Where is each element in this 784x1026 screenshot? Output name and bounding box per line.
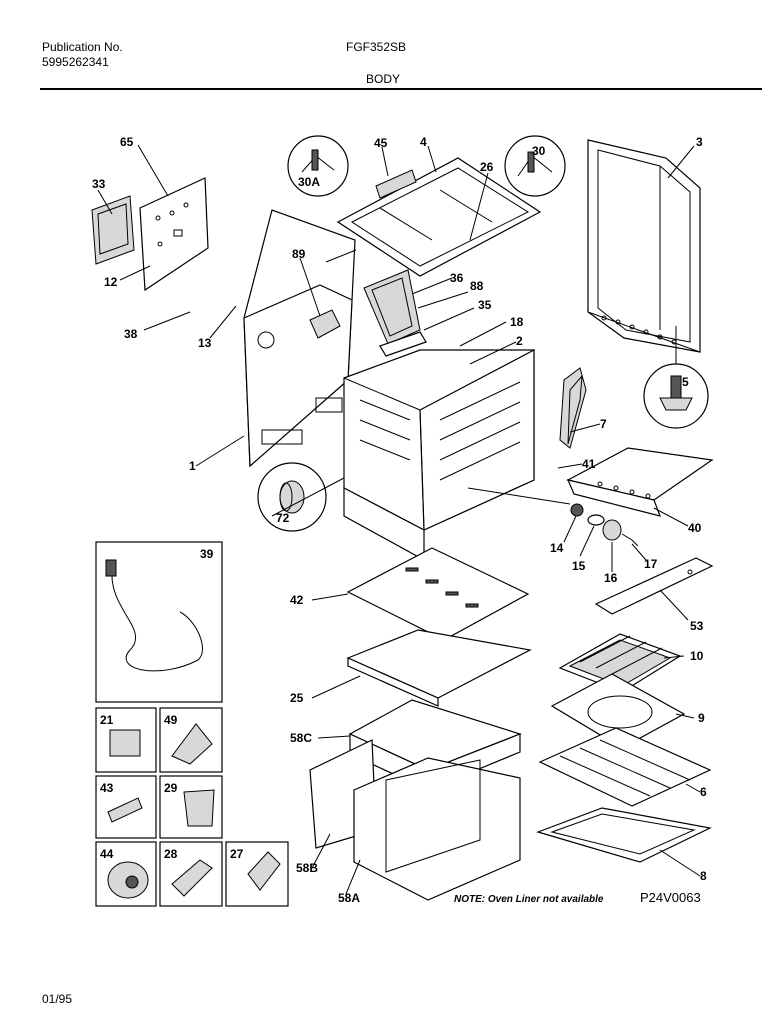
callout-88: 88 [470,279,484,293]
inset-27-box [225,841,289,907]
callout-30a: 30A [298,175,320,189]
callout-2: 2 [516,334,523,348]
callout-labels: 65 33 12 38 13 1 45 4 26 30 30A 3 5 89 3… [92,135,707,905]
callout-13: 13 [198,336,212,350]
back-panel-part [91,177,209,292]
front-rail-part [594,557,714,615]
callout-14: 14 [550,541,564,555]
callout-65: 65 [120,135,134,149]
callout-35: 35 [478,298,492,312]
callout-5: 5 [682,375,689,389]
callout-25: 25 [290,691,304,705]
callout-58a: 58A [338,891,360,905]
callout-17: 17 [644,557,658,571]
oven-tray-part [536,807,712,863]
leader-lines [97,144,701,895]
callout-12: 12 [104,275,118,289]
callout-42: 42 [290,593,304,607]
publication-number: 5995262341 [42,55,109,69]
callout-26: 26 [480,160,494,174]
callout-6: 6 [700,785,707,799]
callout-58c: 58C [290,731,312,745]
broiler-pan-part [550,673,686,749]
door-hinge-part [559,367,587,449]
oven-liner-part [309,699,522,901]
callout-28: 28 [164,847,178,861]
inset-21-box [95,707,157,773]
inset-44-box [95,841,157,907]
callout-33: 33 [92,177,106,191]
callout-89: 89 [292,247,306,261]
callout-4: 4 [420,135,427,149]
bottom-panel-part [346,547,530,641]
callout-7: 7 [600,417,607,431]
section-title: BODY [366,72,401,86]
plug-button-part [257,462,327,532]
oven-liner-note: NOTE: Oven Liner not available [454,894,604,905]
callout-16: 16 [604,571,618,585]
model-number: FGF352SB [346,40,407,54]
inset-43-box [95,775,157,839]
power-cord-box [95,541,223,703]
callout-53: 53 [690,619,704,633]
callout-10: 10 [690,649,704,663]
callout-30: 30 [532,144,546,158]
leveling-leg-part [643,326,709,429]
callout-58b: 58B [296,861,318,875]
callout-72: 72 [276,511,290,525]
callout-49: 49 [164,713,178,727]
publication-label: Publication No. [42,40,123,54]
oven-rack-part [538,727,712,807]
detail-30 [504,135,566,197]
callout-15: 15 [572,559,586,573]
inset-49-box [159,707,223,773]
callout-27: 27 [230,847,244,861]
date-code: 01/95 [42,992,72,1006]
header-rule [40,88,762,90]
side-panel-part [587,139,701,353]
callout-18: 18 [510,315,524,329]
callout-21: 21 [100,713,114,727]
callout-39: 39 [200,547,214,561]
oven-bottom-part [346,629,532,707]
small-hardware-part [570,503,639,547]
inset-29-box [159,775,223,839]
callout-1: 1 [189,459,196,473]
top-panel-part [336,157,542,277]
heat-shield-part [566,447,714,517]
drawing-code: P24V0063 [640,890,701,905]
callout-38: 38 [124,327,138,341]
oven-cabinet-part [343,349,535,562]
back-wall-part [243,209,357,468]
callout-43: 43 [100,781,114,795]
detail-30a [287,135,349,197]
callout-41: 41 [582,457,596,471]
callout-8: 8 [700,869,707,883]
callout-9: 9 [698,711,705,725]
callout-29: 29 [164,781,178,795]
callout-36: 36 [450,271,464,285]
callout-3: 3 [696,135,703,149]
callout-45: 45 [374,136,388,150]
callout-44: 44 [100,847,114,861]
callout-40: 40 [688,521,702,535]
vent-duct-part [363,269,427,357]
inset-28-box [159,841,223,907]
